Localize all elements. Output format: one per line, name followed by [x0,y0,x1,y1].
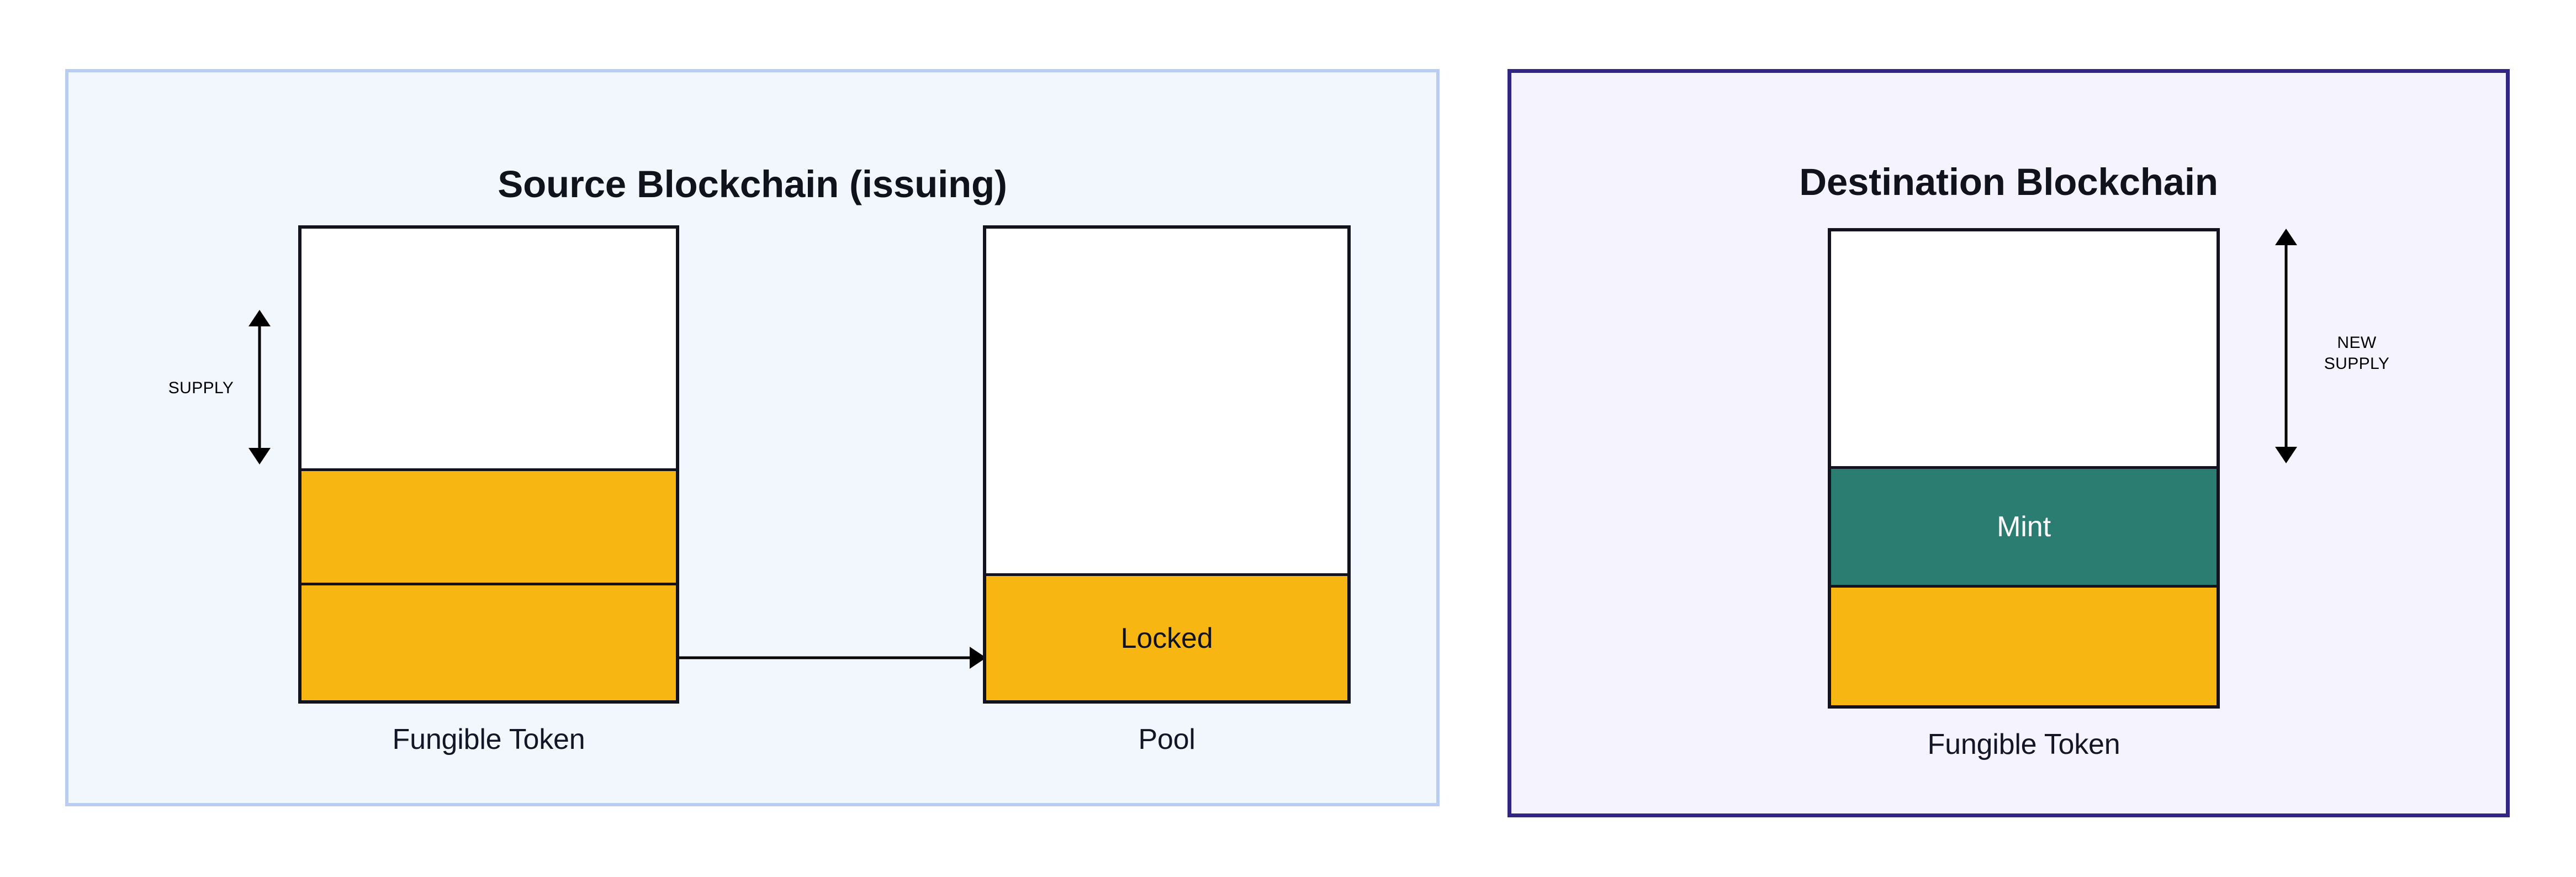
source-fungible-token-box [298,225,679,704]
new-supply-measure-label: NEW SUPPLY [2304,332,2409,375]
new-supply-label-line1: NEW [2337,334,2377,352]
destination-blockchain-panel: Destination Blockchain PREVIOUS SUPPLY M… [1507,69,2510,817]
destination-mint-segment: Mint [1831,466,2217,585]
pool-box: Locked [983,225,1351,704]
new-supply-label-line2: SUPPLY [2324,355,2390,373]
destination-previous-supply-segment [1831,585,2217,705]
destination-token-caption: Fungible Token [1927,728,2120,760]
arrow-head-down-icon [2275,447,2297,463]
arrow-shaft [258,322,261,452]
destination-fungible-token-box: Mint [1828,228,2220,709]
pool-caption: Pool [1138,723,1196,756]
arrow-head-down-icon [248,448,271,464]
source-token-supply-lower-segment [301,583,676,700]
arrow-shaft [2284,241,2288,451]
destination-mint-label: Mint [1997,511,2051,543]
pool-locked-segment: Locked [986,573,1347,700]
pool-locked-label: Locked [1120,622,1213,654]
lock-transfer-arrow-icon [679,647,986,669]
destination-panel-title: Destination Blockchain [1799,161,2218,203]
source-blockchain-panel: Source Blockchain (issuing) SUPPLY Fungi… [65,69,1440,806]
source-token-supply-upper-segment [301,468,676,583]
source-panel-title: Source Blockchain (issuing) [498,163,1007,205]
supply-measure-arrow-icon [248,310,271,464]
source-token-caption: Fungible Token [392,723,585,756]
transfer-arrow-shaft [679,656,971,659]
new-supply-measure-arrow-icon [2275,229,2298,463]
supply-measure-label: SUPPLY [168,379,234,397]
